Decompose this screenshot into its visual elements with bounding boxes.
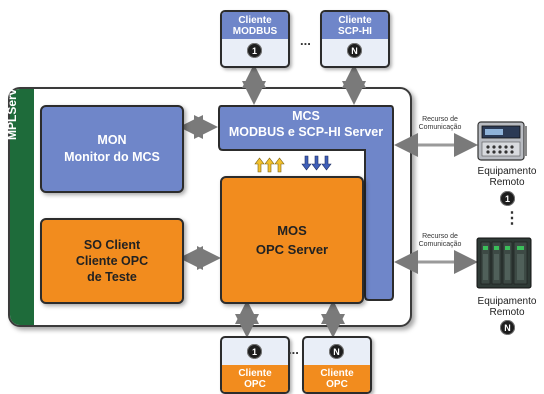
mplserver-band bbox=[10, 89, 34, 325]
client-opc-1[interactable]: 1 Cliente OPC bbox=[220, 336, 290, 394]
client-opc-n-line2: OPC bbox=[326, 378, 348, 390]
comm-resource-label-1: Recurso de Comunicação bbox=[408, 116, 472, 132]
badge-1-icon: 1 bbox=[247, 43, 262, 58]
mos-box: MOS OPC Server bbox=[220, 176, 364, 304]
mon-box: MON Monitor do MCS bbox=[40, 105, 184, 193]
client-modbus-line1: Cliente bbox=[238, 14, 272, 26]
client-modbus-line2: MODBUS bbox=[232, 25, 278, 37]
so-client-line2: Cliente OPC bbox=[75, 254, 149, 268]
comm-resource-1-line1: Recurso de bbox=[422, 116, 458, 123]
badge-n-icon: N bbox=[347, 43, 362, 58]
remote-equipment-1-line1: Equipamento bbox=[477, 166, 537, 177]
client-opc-n-line1: Cliente bbox=[320, 367, 354, 379]
client-scp-hi-header: Cliente SCP-HI bbox=[322, 12, 388, 39]
remote-rack-icon bbox=[476, 237, 532, 289]
badge-1-icon: 1 bbox=[500, 191, 515, 206]
mos-subtitle: OPC Server bbox=[255, 242, 329, 257]
mcs-title: MCS bbox=[292, 109, 320, 123]
client-opc-1-line2: OPC bbox=[244, 378, 266, 390]
client-opc-n[interactable]: N Cliente OPC bbox=[302, 336, 372, 394]
comm-resource-label-2: Recurso de Comunicação bbox=[408, 233, 472, 249]
mplserver-label: MPLServer bbox=[1, 77, 23, 140]
so-client-line3: de Teste bbox=[87, 270, 137, 284]
client-modbus[interactable]: Cliente MODBUS 1 bbox=[220, 10, 290, 68]
client-opc-n-header: Cliente OPC bbox=[304, 365, 370, 392]
mon-title: MON bbox=[97, 133, 127, 147]
top-clients-ellipsis: ... bbox=[300, 33, 311, 48]
remote-controller-icon bbox=[477, 121, 527, 161]
client-opc-1-line1: Cliente bbox=[238, 367, 272, 379]
mcs-label: MCS MODBUS e SCP-HI Server bbox=[222, 108, 390, 140]
mos-title: MOS bbox=[277, 223, 307, 238]
remote-equipment-1-label: Equipamento Remoto bbox=[472, 166, 542, 188]
remote-equipment-n-label: Equipamento Remoto bbox=[472, 296, 542, 318]
badge-1-icon: 1 bbox=[247, 344, 262, 359]
client-scp-hi-line1: Cliente bbox=[338, 14, 372, 26]
client-modbus-header: Cliente MODBUS bbox=[222, 12, 288, 39]
bottom-clients-ellipsis: ... bbox=[288, 342, 299, 357]
client-scp-hi[interactable]: Cliente SCP-HI N bbox=[320, 10, 390, 68]
mon-subtitle: Monitor do MCS bbox=[64, 150, 160, 164]
client-opc-1-header: Cliente OPC bbox=[222, 365, 288, 392]
so-client-title: SO Client bbox=[83, 238, 141, 252]
comm-resource-1-line2: Comunicação bbox=[418, 124, 462, 131]
remote-equipment-n-line1: Equipamento bbox=[477, 296, 537, 307]
so-client-box: SO Client Cliente OPC de Teste bbox=[40, 218, 184, 304]
client-scp-hi-line2: SCP-HI bbox=[338, 25, 372, 37]
remote-equipment-1-line2: Remoto bbox=[489, 177, 525, 188]
mcs-box bbox=[218, 105, 394, 301]
badge-n-icon: N bbox=[329, 344, 344, 359]
comm-resource-2-line2: Comunicação bbox=[418, 241, 462, 248]
comm-resource-2-line1: Recurso de bbox=[422, 233, 458, 240]
mcs-subtitle: MODBUS e SCP-HI Server bbox=[228, 125, 384, 139]
remote-equipment-ellipsis: ⋮ bbox=[504, 210, 520, 227]
badge-n-icon: N bbox=[500, 320, 515, 335]
remote-equipment-n-line2: Remoto bbox=[489, 307, 525, 318]
